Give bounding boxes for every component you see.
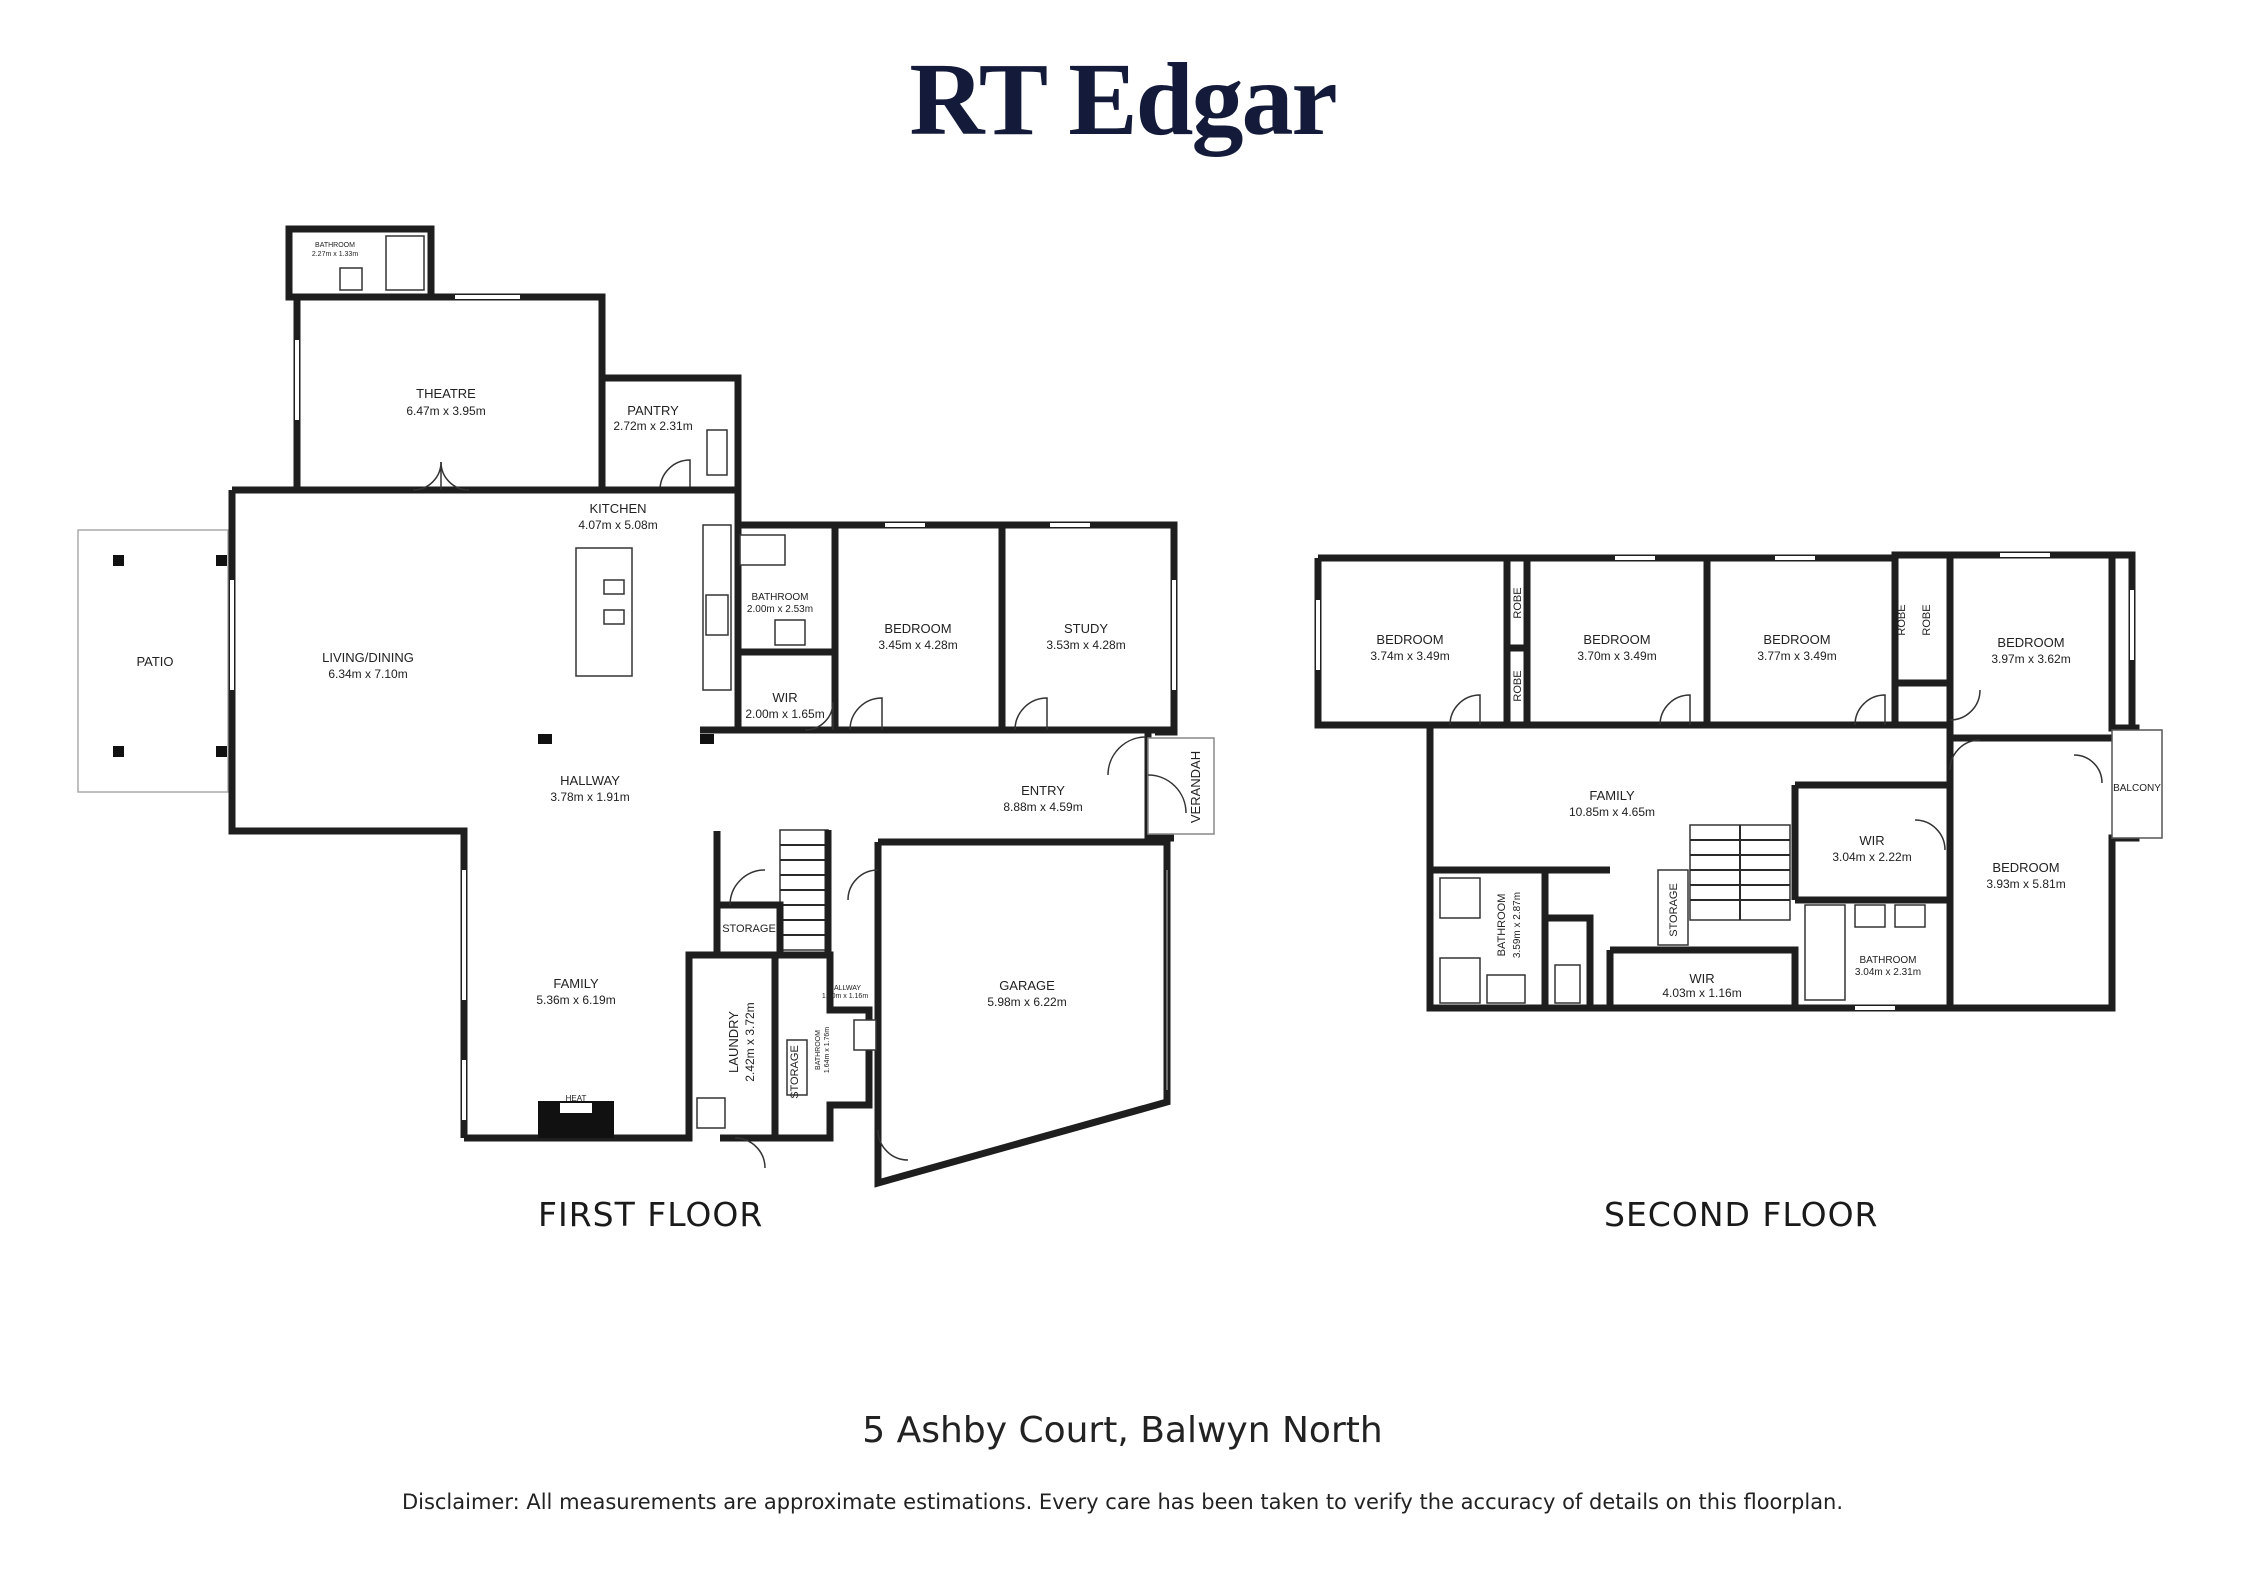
room-dims: 5.36m x 6.19m xyxy=(536,993,615,1007)
room-dims: 3.59m x 2.87m xyxy=(1512,892,1523,958)
patio-area xyxy=(77,529,229,793)
room-dims: 2.42m x 3.72m xyxy=(743,1002,757,1081)
room-name: LIVING/DINING xyxy=(322,650,414,665)
room-dims: 2.72m x 2.31m xyxy=(613,419,692,433)
second-floor-plan xyxy=(1314,551,2163,1012)
room-dims: 3.77m x 3.49m xyxy=(1757,649,1836,663)
room-dims: 3.78m x 1.91m xyxy=(550,790,629,804)
second-floor-label: SECOND FLOOR xyxy=(1604,1195,1879,1234)
room-labels: BATHROOM 2.27m x 1.33m THEATRE 6.47m x 3… xyxy=(136,242,2161,1103)
room-dims: 3.97m x 3.62m xyxy=(1991,652,2070,666)
room-name: THEATRE xyxy=(416,386,476,401)
room-name: WIR xyxy=(772,690,797,705)
room-dims: 3.74m x 3.49m xyxy=(1370,649,1449,663)
room-dims: 3.04m x 2.22m xyxy=(1832,850,1911,864)
first-floor-plan xyxy=(77,225,1215,1188)
room-dims: 4.03m x 1.16m xyxy=(1662,986,1741,1000)
room-name: BEDROOM xyxy=(1763,632,1830,647)
room-name: FAMILY xyxy=(1589,788,1635,803)
room-dims: 6.47m x 3.95m xyxy=(406,404,485,418)
room-name: PATIO xyxy=(136,654,173,669)
room-name: HEAT xyxy=(566,1094,587,1103)
room-dims: 6.34m x 7.10m xyxy=(328,667,407,681)
room-dims: 3.53m x 4.28m xyxy=(1046,638,1125,652)
room-dims: 2.27m x 1.33m xyxy=(312,251,358,258)
room-name: ROBE xyxy=(1921,604,1933,635)
room-name: BATHROOM xyxy=(315,242,355,249)
room-dims: 3.93m x 5.81m xyxy=(1986,877,2065,891)
first-floor-label: FIRST FLOOR xyxy=(538,1195,764,1234)
room-dims: 8.88m x 4.59m xyxy=(1003,800,1082,814)
room-name: WIR xyxy=(1859,833,1884,848)
room-name: STORAGE xyxy=(722,923,776,935)
room-name: HALLWAY xyxy=(829,985,861,992)
room-name: KITCHEN xyxy=(589,501,646,516)
room-name: BEDROOM xyxy=(1376,632,1443,647)
room-name: HALLWAY xyxy=(560,773,620,788)
room-name: GARAGE xyxy=(999,978,1055,993)
room-name: ROBE xyxy=(1896,604,1908,635)
disclaimer-text: Disclaimer: All measurements are approxi… xyxy=(401,1490,1844,1514)
room-name: ENTRY xyxy=(1021,783,1065,798)
room-name: STORAGE xyxy=(1668,883,1680,937)
room-name: ROBE xyxy=(1512,587,1524,618)
room-dims: 3.45m x 4.28m xyxy=(878,638,957,652)
room-dims: 10.85m x 4.65m xyxy=(1569,805,1655,819)
room-name: BEDROOM xyxy=(1997,635,2064,650)
room-name: VERANDAH xyxy=(1188,751,1203,823)
brand-logo: RT Edgar xyxy=(909,42,1337,157)
room-name: BEDROOM xyxy=(1583,632,1650,647)
room-dims: 2.00m x 2.53m xyxy=(747,604,813,615)
room-dims: 5.98m x 6.22m xyxy=(987,995,1066,1009)
room-name: LAUNDRY xyxy=(726,1011,741,1073)
room-dims: 3.70m x 3.49m xyxy=(1577,649,1656,663)
room-name: BALCONY xyxy=(2113,783,2161,794)
room-name: WIR xyxy=(1689,971,1714,986)
room-dims: 3.04m x 2.31m xyxy=(1855,967,1921,978)
room-dims: 1.64m x 1.76m xyxy=(824,1027,831,1073)
room-dims: 2.00m x 1.65m xyxy=(745,707,824,721)
room-name: BEDROOM xyxy=(884,621,951,636)
room-dims: 1.40m x 1.16m xyxy=(822,993,868,1000)
room-name: BATHROOM xyxy=(751,592,808,603)
room-name: ROBE xyxy=(1512,670,1524,701)
room-name: BEDROOM xyxy=(1992,860,2059,875)
room-name: FAMILY xyxy=(553,976,599,991)
room-name: BATHROOM xyxy=(1859,955,1916,966)
property-address: 5 Ashby Court, Balwyn North xyxy=(862,1410,1383,1451)
room-name: BATHROOM xyxy=(815,1030,822,1070)
room-dims: 4.07m x 5.08m xyxy=(578,518,657,532)
room-name: STORAGE xyxy=(789,1045,801,1099)
room-name: PANTRY xyxy=(627,403,679,418)
room-name: BATHROOM xyxy=(1496,894,1508,957)
room-name: STUDY xyxy=(1064,621,1108,636)
